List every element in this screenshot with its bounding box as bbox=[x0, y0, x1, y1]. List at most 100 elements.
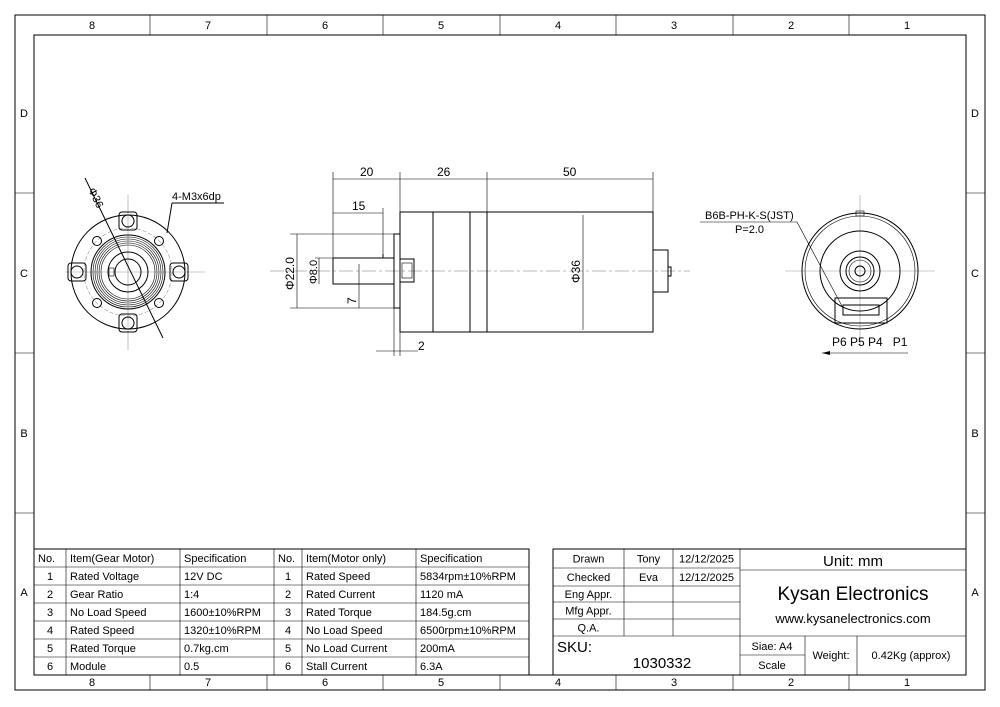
table-cell: 1320±10%RPM bbox=[184, 625, 261, 637]
table-cell: 184.5g.cm bbox=[420, 607, 471, 619]
table-cell: 3 bbox=[47, 607, 53, 619]
rear-view: B6B-PH-K-S(JST) P=2.0 P6 P5 P4 P1 bbox=[700, 195, 935, 355]
dim-15: 15 bbox=[352, 199, 366, 213]
zone-column-label: 5 bbox=[438, 677, 444, 689]
table-cell: 6500rpm±10%RPM bbox=[420, 625, 516, 637]
weight-label: Weight: bbox=[812, 650, 849, 662]
sku-label: SKU: bbox=[557, 639, 592, 656]
sheet-size: Siae: A4 bbox=[752, 641, 793, 653]
table-cell: 4 bbox=[47, 625, 53, 637]
table-cell: 1:4 bbox=[184, 589, 199, 601]
table-cell: 0.7kg.cm bbox=[184, 643, 229, 655]
table-cell: Module bbox=[70, 661, 106, 673]
table-cell: 4 bbox=[285, 625, 291, 637]
table-cell: Gear Ratio bbox=[70, 589, 123, 601]
table-cell: No Load Speed bbox=[306, 625, 382, 637]
approver-name: Tony bbox=[637, 554, 661, 566]
dim-phi36: Φ36 bbox=[569, 260, 583, 283]
zone-column-label: 7 bbox=[205, 20, 211, 32]
zone-row-label: A bbox=[20, 587, 28, 599]
table-cell: 1120 mA bbox=[420, 589, 464, 601]
table-cell: 6 bbox=[285, 661, 291, 673]
unit-label: Unit: mm bbox=[823, 553, 883, 570]
table-cell: 1600±10%RPM bbox=[184, 607, 261, 619]
zone-column-label: 1 bbox=[904, 20, 910, 32]
table-cell: Rated Torque bbox=[306, 607, 372, 619]
sku-value: 1030332 bbox=[633, 655, 691, 672]
table-cell: 12V DC bbox=[184, 571, 223, 583]
zone-column-label: 6 bbox=[322, 677, 328, 689]
table-cell: 6.3A bbox=[420, 661, 443, 673]
zone-column-label: 1 bbox=[904, 677, 910, 689]
weight-value: 0.42Kg (approx) bbox=[872, 650, 951, 662]
table-cell: No Load Speed bbox=[70, 607, 146, 619]
hole-callout: 4-M3x6dp bbox=[172, 191, 221, 203]
table-header: No. bbox=[38, 553, 55, 565]
zone-row-label: D bbox=[971, 108, 979, 120]
approval-role: Checked bbox=[567, 572, 610, 584]
table-header: Specification bbox=[184, 553, 246, 565]
company-name: Kysan Electronics bbox=[777, 584, 928, 605]
side-view: 20 26 50 15 Φ22.0 Φ8.0 7 Φ36 2 bbox=[270, 165, 690, 356]
zone-column-label: 4 bbox=[555, 677, 561, 689]
zone-column-label: 8 bbox=[89, 20, 95, 32]
zone-column-label: 5 bbox=[438, 20, 444, 32]
table-cell: 2 bbox=[285, 589, 291, 601]
zone-row-label: C bbox=[20, 268, 28, 280]
dim-phi8: Φ8.0 bbox=[308, 260, 320, 284]
dim-26: 26 bbox=[437, 165, 451, 179]
table-cell: 2 bbox=[47, 589, 53, 601]
zone-column-label: 7 bbox=[205, 677, 211, 689]
approval-role: Eng Appr. bbox=[565, 589, 613, 601]
zone-row-label: D bbox=[20, 108, 28, 120]
approval-role: Q.A. bbox=[577, 623, 599, 635]
table-cell: 3 bbox=[285, 607, 291, 619]
zone-column-label: 2 bbox=[788, 20, 794, 32]
dim-phi22: Φ22.0 bbox=[283, 257, 297, 290]
pitch-label: P=2.0 bbox=[735, 224, 764, 236]
zone-column-label: 4 bbox=[555, 20, 561, 32]
table-cell: Rated Torque bbox=[70, 643, 136, 655]
table-cell: Stall Current bbox=[306, 661, 367, 673]
table-cell: 1 bbox=[285, 571, 291, 583]
approval-date: 12/12/2025 bbox=[679, 554, 734, 566]
zone-column-label: 6 bbox=[322, 20, 328, 32]
zone-row-label: B bbox=[971, 428, 978, 440]
company-website: www.kysanelectronics.com bbox=[774, 611, 930, 626]
table-header: Specification bbox=[420, 553, 482, 565]
table-cell: 0.5 bbox=[184, 661, 199, 673]
approval-date: 12/12/2025 bbox=[679, 572, 734, 584]
table-header: Item(Gear Motor) bbox=[70, 553, 154, 565]
dim-50: 50 bbox=[563, 165, 577, 179]
zone-row-label: B bbox=[20, 428, 27, 440]
front-diameter-label: Φ36 bbox=[85, 186, 105, 210]
table-cell: 1 bbox=[47, 571, 53, 583]
table-cell: Rated Voltage bbox=[70, 571, 139, 583]
dim-20: 20 bbox=[360, 165, 374, 179]
zone-column-label: 3 bbox=[671, 677, 677, 689]
scale-label: Scale bbox=[758, 660, 786, 672]
table-cell: 5834rpm±10%RPM bbox=[420, 571, 516, 583]
table-cell: 200mA bbox=[420, 643, 456, 655]
connector-label: B6B-PH-K-S(JST) bbox=[705, 210, 794, 222]
table-cell: No Load Current bbox=[306, 643, 387, 655]
table-header: Item(Motor only) bbox=[306, 553, 386, 565]
table-cell: 6 bbox=[47, 661, 53, 673]
table-cell: Rated Current bbox=[306, 589, 375, 601]
approval-role: Mfg Appr. bbox=[565, 606, 611, 618]
table-header: No. bbox=[278, 553, 295, 565]
table-cell: 5 bbox=[285, 643, 291, 655]
zone-column-label: 8 bbox=[89, 677, 95, 689]
zone-column-label: 2 bbox=[788, 677, 794, 689]
approver-name: Eva bbox=[639, 572, 659, 584]
pin-order-label: P6 P5 P4 P1 bbox=[832, 335, 908, 349]
table-cell: Rated Speed bbox=[306, 571, 370, 583]
zone-row-label: A bbox=[971, 587, 979, 599]
front-view: Φ36 4-M3x6dp bbox=[65, 177, 224, 350]
table-cell: Rated Speed bbox=[70, 625, 134, 637]
zone-row-label: C bbox=[971, 268, 979, 280]
approval-role: Drawn bbox=[573, 554, 605, 566]
